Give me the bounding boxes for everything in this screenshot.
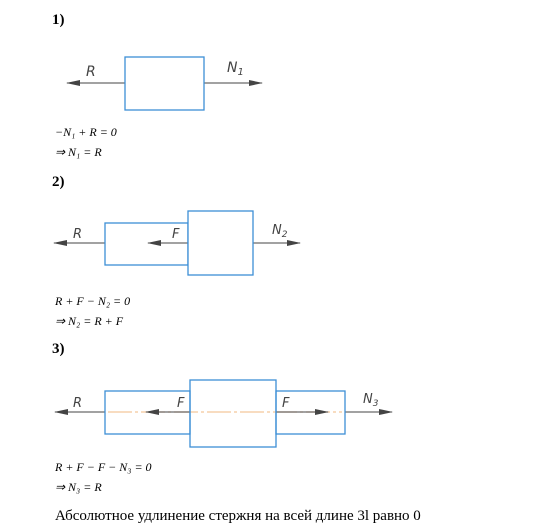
diagram-2-label-r: R (73, 227, 82, 242)
case-1-equation-result: ⇒ N₁ = R (55, 145, 102, 159)
diagram-1-label-r: R (86, 64, 96, 80)
diagram-3-rod-segment-right (275, 390, 346, 435)
diagram-2-label-n2: N2 (272, 223, 288, 240)
diagram-3-label-f-left: F (177, 396, 185, 411)
diagram-2: R F N2 (53, 210, 301, 276)
diagram-3-label-n3-sub: 3 (373, 399, 379, 409)
case-3-equation-result: ⇒ N₃ = R (55, 480, 102, 494)
case-3-number: 3) (52, 341, 65, 357)
diagram-3: R F F N3 (54, 379, 393, 448)
case-2-equation-result: ⇒ N₂ = R + F (55, 314, 124, 328)
diagram-3-label-n3-main: N (363, 392, 373, 407)
diagram-1: R N1 (66, 56, 263, 111)
case-2-equation-balance: R + F − N₂ = 0 (55, 294, 131, 308)
conclusion-text: Абсолютное удлинение стержня на всей дли… (55, 508, 421, 524)
diagram-1-rod-segment (124, 56, 205, 111)
case-1-number: 1) (52, 12, 65, 28)
diagram-3-label-n3: N3 (363, 392, 379, 409)
diagram-3-rod-segment-middle (189, 379, 277, 448)
diagram-1-label-n1-sub: 1 (237, 67, 243, 78)
diagram-3-label-r: R (73, 396, 82, 411)
diagram-2-label-n2-main: N (272, 223, 282, 238)
diagram-2-rod-segment-thick (187, 210, 254, 276)
diagram-2-label-n2-sub: 2 (282, 230, 288, 240)
diagram-2-label-f: F (172, 227, 180, 242)
case-2-number: 2) (52, 174, 65, 190)
diagram-3-label-f-right: F (282, 396, 290, 411)
case-1-equation-balance: −N₁ + R = 0 (55, 125, 117, 139)
case-3-equation-balance: R + F − F − N₃ = 0 (55, 460, 152, 474)
diagram-1-label-n1: N1 (227, 60, 244, 78)
diagram-1-label-n1-main: N (227, 60, 238, 76)
